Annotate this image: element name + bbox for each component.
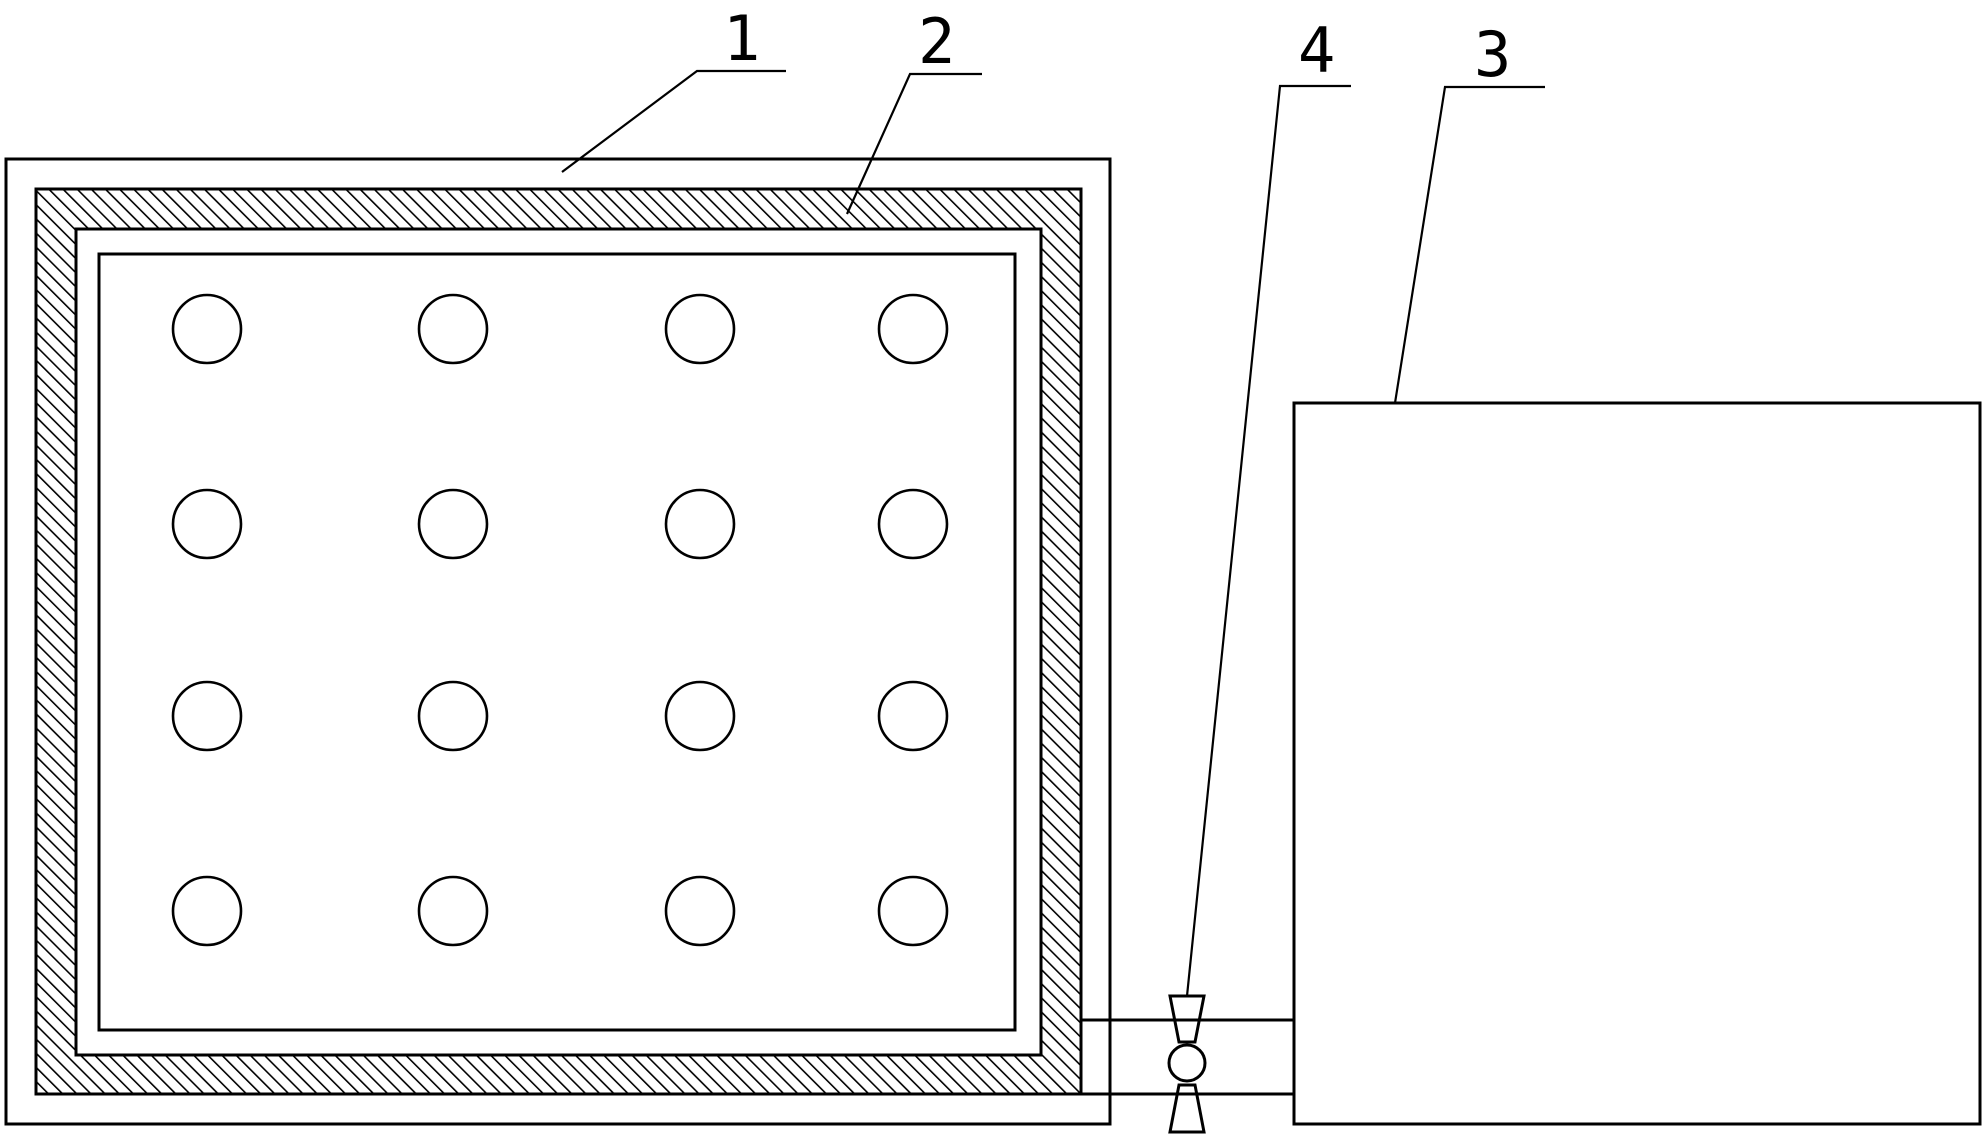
hole-r3-c1 [171,680,243,752]
label-tank: 3 [1474,18,1511,91]
label-outer-box: 1 [723,2,760,75]
hole-r1-c4 [877,293,949,365]
hole-r3-c2 [417,680,489,752]
hole-r3-c4 [877,680,949,752]
label-insulation-layer: 2 [918,5,955,78]
outer-box [4,157,1112,1126]
leader-lines [561,69,1545,997]
inner-chamber-wall [74,227,1043,1057]
hole-r2-c4 [877,488,949,560]
hole-r4-c4 [877,875,949,947]
inner-chamber [97,252,1017,1032]
hole-r2-c3 [664,488,736,560]
hole-r4-c2 [417,875,489,947]
hole-r1-c2 [417,293,489,365]
tank [1292,401,1982,1126]
hole-r4-c3 [664,875,736,947]
label-valve: 4 [1298,14,1335,87]
hole-grid [171,293,949,947]
hole-r2-c2 [417,488,489,560]
hole-r1-c3 [664,293,736,365]
hole-r2-c1 [171,488,243,560]
hole-r1-c1 [171,293,243,365]
valve-icon [1167,994,1207,1134]
hole-r4-c1 [171,875,243,947]
hole-r3-c3 [664,680,736,752]
